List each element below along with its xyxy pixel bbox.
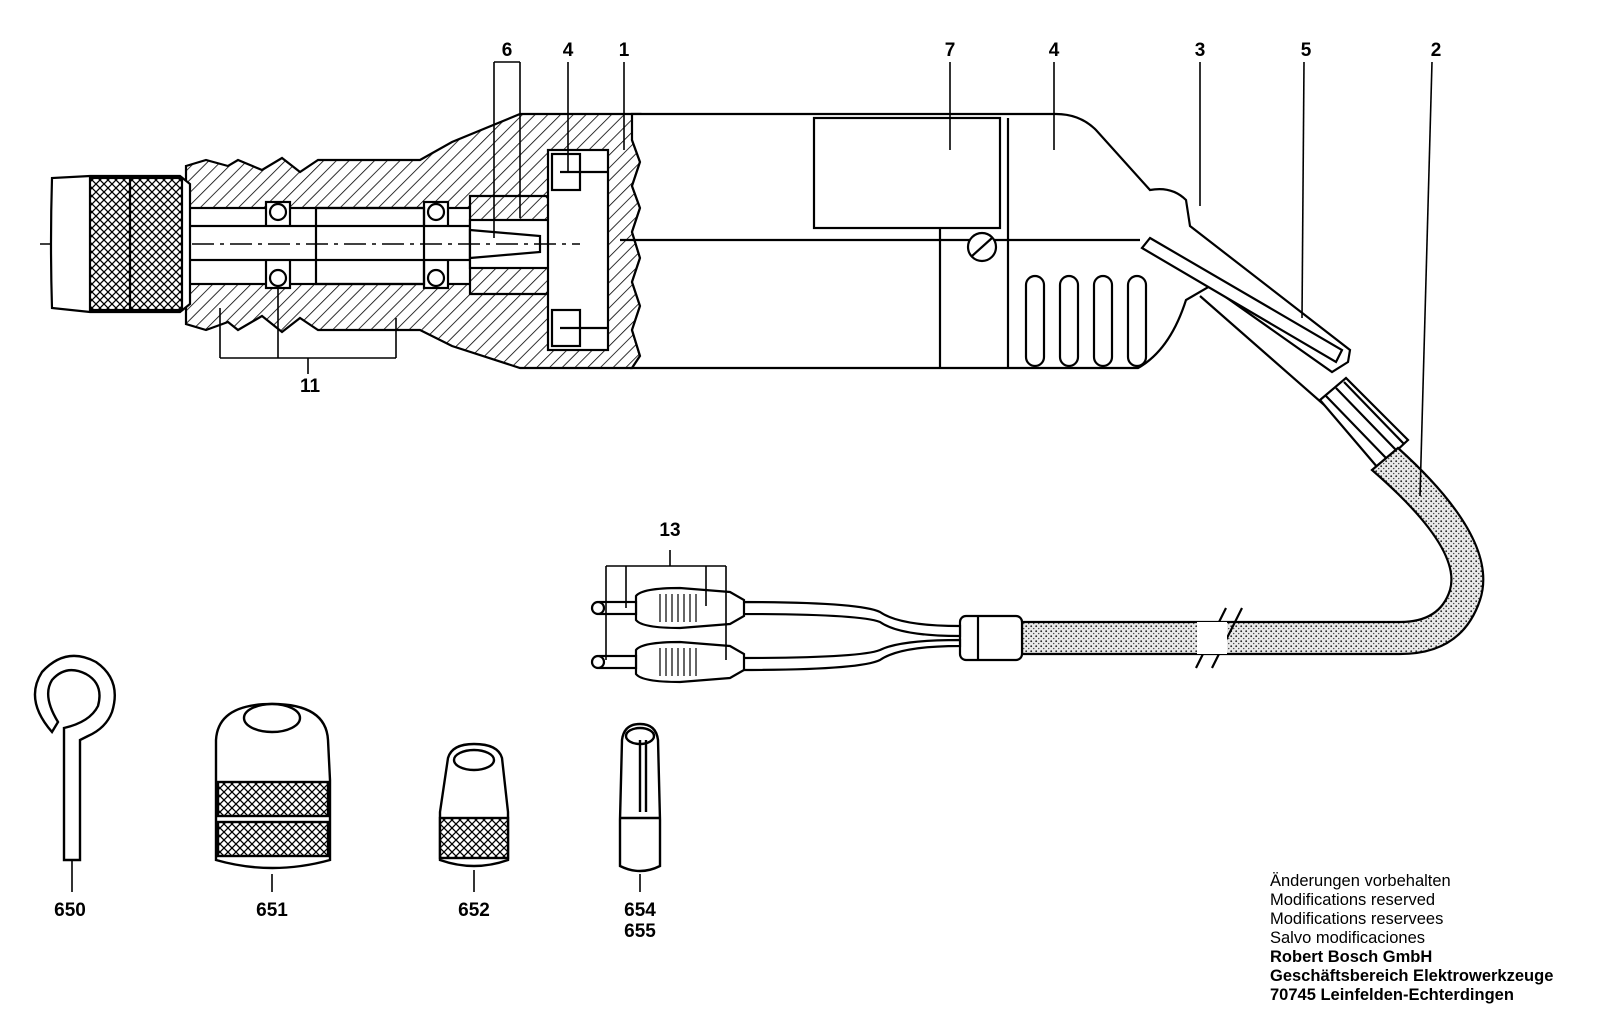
- company-name: Robert Bosch GmbH: [1270, 948, 1433, 966]
- callout-3: 3: [1195, 40, 1206, 61]
- plug-upper: [590, 586, 746, 630]
- callout-1: 1: [619, 40, 630, 61]
- callout-2: 2: [1431, 40, 1442, 61]
- company-address: 70745 Leinfelden-Echterdingen: [1270, 986, 1514, 1004]
- callout-652: 652: [458, 900, 490, 921]
- callout-4b: 4: [1049, 40, 1060, 61]
- part-651-chuck: [214, 702, 332, 870]
- company-division: Geschäftsbereich Elektrowerkzeuge: [1270, 967, 1554, 985]
- part-650-hook: [33, 654, 116, 862]
- footer-notes: Änderungen vorbehalten Modifications res…: [1270, 872, 1553, 1005]
- callout-650: 650: [54, 900, 86, 921]
- cable-split: [738, 600, 1024, 672]
- callout-11: 11: [300, 376, 321, 397]
- callout-4a: 4: [563, 40, 574, 61]
- leader-lines: [71, 61, 1433, 892]
- hanger-wire: [1140, 236, 1344, 364]
- tool-housing: [40, 112, 1352, 411]
- callout-6: 6: [502, 40, 513, 61]
- note-line-fr: Modifications reservees: [1270, 910, 1444, 928]
- switch-slot: [812, 116, 1002, 230]
- note-line-de: Änderungen vorbehalten: [1270, 872, 1451, 890]
- strain-relief: [1318, 376, 1410, 470]
- callout-655: 655: [624, 921, 656, 942]
- note-line-es: Salvo modificaciones: [1270, 929, 1425, 947]
- part-654-collet: [618, 722, 662, 873]
- callout-651: 651: [256, 900, 288, 921]
- callout-7: 7: [945, 40, 956, 61]
- callout-654: 654: [624, 900, 656, 921]
- power-cable: [1020, 446, 1485, 656]
- callout-5: 5: [1301, 40, 1312, 61]
- note-line-en: Modifications reserved: [1270, 891, 1436, 909]
- callout-13: 13: [659, 520, 680, 541]
- plug-lower: [590, 640, 746, 684]
- chuck: [49, 174, 192, 314]
- part-652-nut: [438, 742, 510, 868]
